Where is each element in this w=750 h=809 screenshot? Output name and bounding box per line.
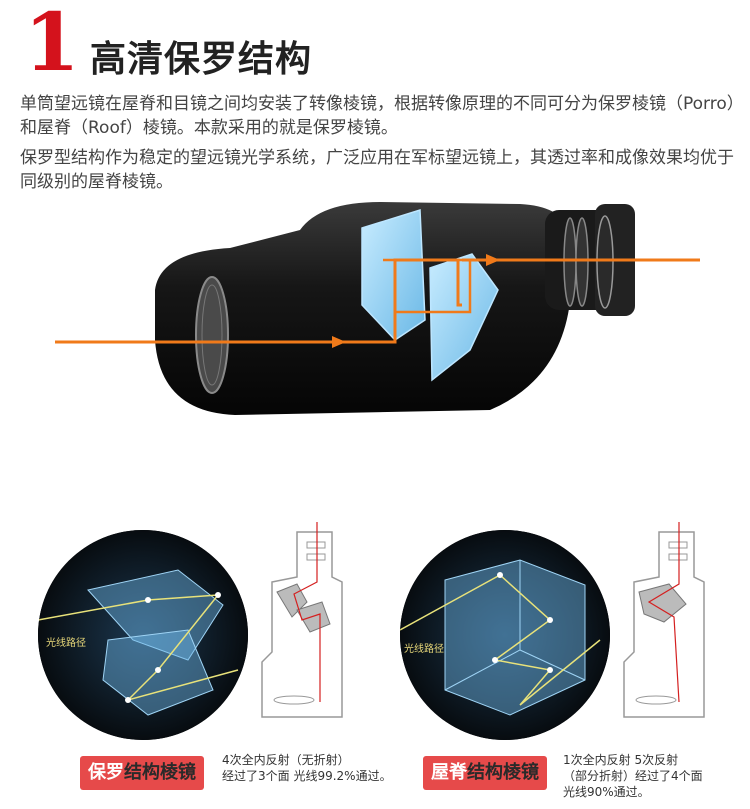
porro-schematic-diagram: [261, 522, 343, 718]
badge-suffix: 结构棱镜: [124, 762, 196, 783]
objective-lens: [195, 276, 229, 394]
desc-line: （部分折射）经过了4个面: [563, 769, 703, 783]
roof-schematic-diagram: [623, 522, 705, 718]
section-number: 1: [24, 0, 80, 89]
desc-line: 经过了3个面 光线99.2%通过。: [222, 769, 392, 783]
porro-prism-render: 光线路径: [38, 530, 248, 740]
intro-paragraph-1: 单筒望远镜在屋脊和目镜之间均安装了转像棱镜，根据转像原理的不同可分为保罗棱镜（P…: [20, 94, 736, 138]
light-path-label: 光线路径: [404, 644, 444, 655]
badge-suffix: 结构棱镜: [467, 762, 539, 783]
desc-line: 光线90%通过。: [563, 785, 650, 799]
roof-prism-render: 光线路径: [400, 530, 610, 740]
badge-prefix: 屋脊: [431, 762, 467, 783]
porro-prism-badge: 保罗结构棱镜: [80, 756, 204, 790]
section-heading: 1 高清保罗结构: [18, 2, 738, 88]
eyepiece-lens: [563, 217, 577, 307]
porro-prism-description: 4次全内反射（无折射） 经过了3个面 光线99.2%通过。: [222, 752, 392, 784]
section-title: 高清保罗结构: [90, 39, 313, 80]
roof-prism-description: 1次全内反射 5次反射 （部分折射）经过了4个面 光线90%通过。: [563, 752, 703, 800]
lower-porro-prism: [429, 253, 499, 382]
desc-line: 1次全内反射 5次反射: [563, 753, 679, 767]
intro-paragraph-2: 保罗型结构作为稳定的望远镜光学系统，广泛应用在军标望远镜上，其透过率和成像效果均…: [20, 148, 734, 192]
desc-line: 4次全内反射（无折射）: [222, 753, 350, 767]
roof-prism-badge: 屋脊结构棱镜: [423, 756, 547, 790]
light-path-label: 光线路径: [46, 638, 86, 649]
badge-prefix: 保罗: [88, 762, 124, 783]
monocular-cutaway-illustration: [55, 202, 700, 415]
